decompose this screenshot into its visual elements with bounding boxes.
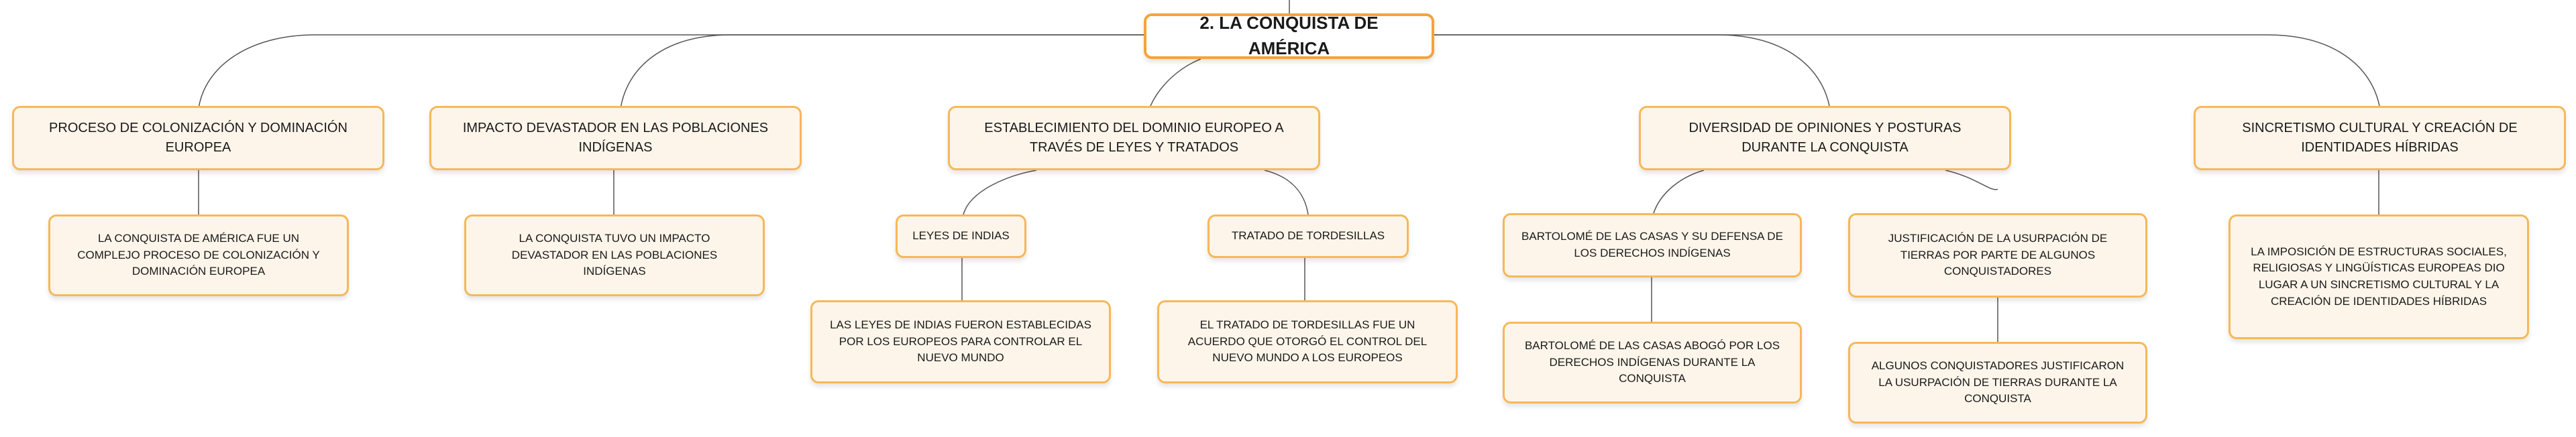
branch-3-child-1-detail-text: LAS LEYES DE INDIAS FUERON ESTABLECIDAS …	[830, 318, 1091, 365]
connector-root-branch-5	[1434, 34, 2380, 107]
root-topic[interactable]: 2. LA CONQUISTA DE AMÉRICA	[1144, 13, 1434, 59]
branch-1-detail[interactable]: LA CONQUISTA DE AMÉRICA FUE UN COMPLEJO …	[48, 214, 349, 296]
branch-3-topic[interactable]: ESTABLECIMIENTO DEL DOMINIO EUROPEO A TR…	[948, 106, 1320, 170]
branch-2-label: IMPACTO DEVASTADOR EN LAS POBLACIONES IN…	[462, 121, 769, 155]
branch-5-detail[interactable]: LA IMPOSICIÓN DE ESTRUCTURAS SOCIALES, R…	[2229, 214, 2529, 339]
connector-root-branch-1	[198, 34, 1144, 109]
connector-root-branch-4	[1434, 34, 1830, 107]
connector-root-branch-3	[1150, 58, 1201, 107]
branch-4-topic[interactable]: DIVERSIDAD DE OPINIONES Y POSTURAS DURAN…	[1639, 106, 2011, 170]
branch-4-child-1-topic[interactable]: BARTOLOMÉ DE LAS CASAS Y SU DEFENSA DE L…	[1503, 213, 1802, 277]
branch-3-label: ESTABLECIMIENTO DEL DOMINIO EUROPEO A TR…	[984, 121, 1284, 155]
branch-2-detail-text: LA CONQUISTA TUVO UN IMPACTO DEVASTADOR …	[511, 232, 718, 278]
branch-5-topic[interactable]: SINCRETISMO CULTURAL Y CREACIÓN DE IDENT…	[2194, 106, 2566, 170]
branch-1-label: PROCESO DE COLONIZACIÓN Y DOMINACIÓN EUR…	[49, 121, 347, 155]
connector-branch-4-child-1	[1653, 170, 1705, 214]
connector-root-branch-2	[620, 34, 1144, 109]
branch-5-label: SINCRETISMO CULTURAL Y CREACIÓN DE IDENT…	[2242, 121, 2518, 155]
branch-4-child-2-label: JUSTIFICACIÓN DE LA USURPACIÓN DE TIERRA…	[1888, 232, 2108, 278]
branch-3-child-2-detail[interactable]: EL TRATADO DE TORDESILLAS FUE UN ACUERDO…	[1157, 300, 1458, 383]
branch-1-topic[interactable]: PROCESO DE COLONIZACIÓN Y DOMINACIÓN EUR…	[12, 106, 384, 170]
branch-2-topic[interactable]: IMPACTO DEVASTADOR EN LAS POBLACIONES IN…	[429, 106, 802, 170]
branch-3-child-1-label: LEYES DE INDIAS	[912, 229, 1010, 243]
branch-4-label: DIVERSIDAD DE OPINIONES Y POSTURAS DURAN…	[1688, 121, 1962, 155]
branch-2-detail[interactable]: LA CONQUISTA TUVO UN IMPACTO DEVASTADOR …	[464, 214, 765, 296]
connector-branch-3-child-2	[1264, 170, 1309, 215]
branch-4-child-1-detail[interactable]: BARTOLOMÉ DE LAS CASAS ABOGÓ POR LOS DER…	[1503, 322, 1802, 403]
branch-1-detail-text: LA CONQUISTA DE AMÉRICA FUE UN COMPLEJO …	[77, 232, 320, 278]
connector-branch-3-child-1	[963, 170, 1037, 215]
connector-branch-4-child-2	[1945, 170, 1998, 190]
branch-3-child-2-detail-text: EL TRATADO DE TORDESILLAS FUE UN ACUERDO…	[1187, 318, 1428, 365]
branch-4-child-2-detail[interactable]: ALGUNOS CONQUISTADORES JUSTIFICARON LA U…	[1848, 342, 2147, 424]
branch-3-child-2-topic[interactable]: TRATADO DE TORDESILLAS	[1208, 214, 1409, 258]
root-topic-label: 2. LA CONQUISTA DE AMÉRICA	[1199, 13, 1379, 58]
branch-4-child-2-detail-text: ALGUNOS CONQUISTADORES JUSTIFICARON LA U…	[1871, 359, 2125, 405]
branch-4-child-1-label: BARTOLOMÉ DE LAS CASAS Y SU DEFENSA DE L…	[1521, 230, 1783, 259]
branch-4-child-1-detail-text: BARTOLOMÉ DE LAS CASAS ABOGÓ POR LOS DER…	[1524, 339, 1780, 385]
branch-3-child-1-detail[interactable]: LAS LEYES DE INDIAS FUERON ESTABLECIDAS …	[810, 300, 1111, 383]
branch-4-child-2-topic[interactable]: JUSTIFICACIÓN DE LA USURPACIÓN DE TIERRA…	[1848, 213, 2147, 298]
branch-5-detail-text: LA IMPOSICIÓN DE ESTRUCTURAS SOCIALES, R…	[2251, 245, 2507, 308]
branch-3-child-2-label: TRATADO DE TORDESILLAS	[1231, 229, 1385, 243]
branch-3-child-1-topic[interactable]: LEYES DE INDIAS	[896, 214, 1026, 258]
